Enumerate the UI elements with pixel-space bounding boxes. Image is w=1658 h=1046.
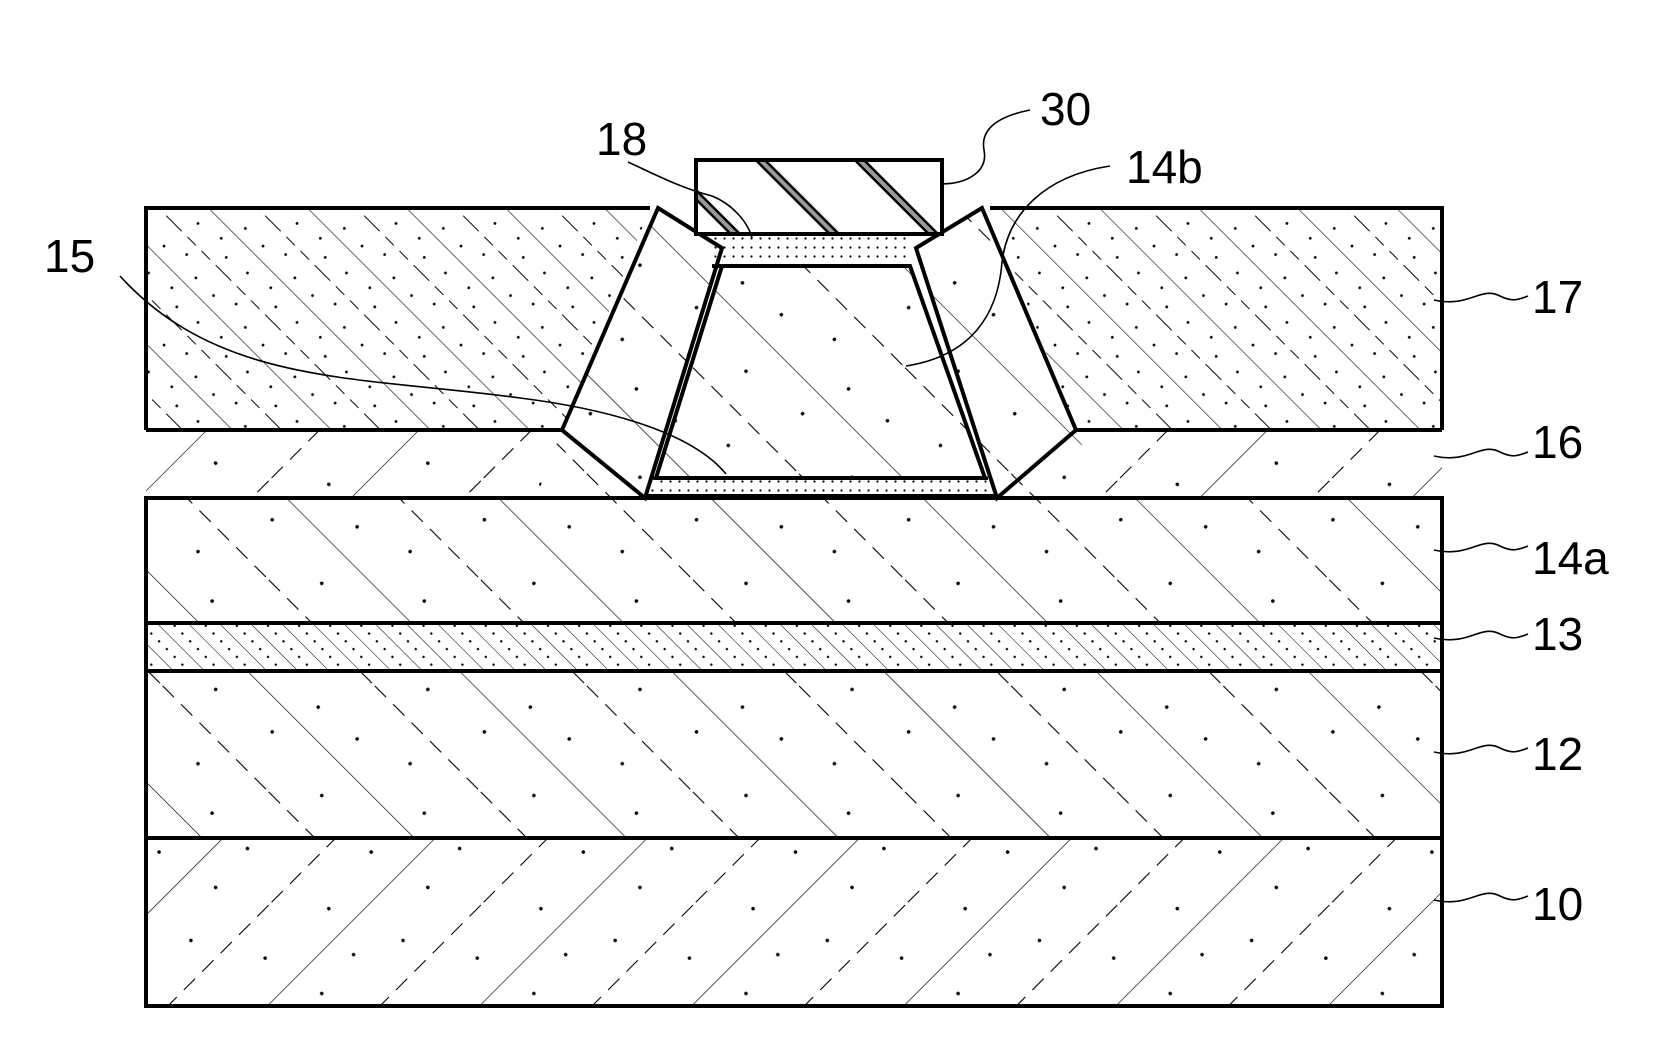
label-10: 10 <box>1532 878 1583 930</box>
label-14a: 14a <box>1532 532 1609 584</box>
label-18: 18 <box>596 113 647 165</box>
label-12: 12 <box>1532 728 1583 780</box>
layer-15 <box>645 478 997 496</box>
label-13: 13 <box>1532 608 1583 660</box>
layer-18 <box>712 236 910 266</box>
label-15: 15 <box>44 230 95 282</box>
layer-10 <box>146 838 1442 1006</box>
electrode-30 <box>696 160 942 234</box>
label-14b: 14b <box>1126 141 1203 193</box>
leader-10 <box>1434 893 1528 901</box>
leader-13 <box>1434 631 1528 639</box>
leader-14a <box>1434 543 1528 551</box>
layer-13 <box>146 623 1442 671</box>
leader-12 <box>1434 745 1528 753</box>
leader-16 <box>1434 449 1528 457</box>
layer-12 <box>146 671 1442 838</box>
label-30: 30 <box>1040 83 1091 135</box>
layer-14a <box>146 498 1442 623</box>
leader-30 <box>940 110 1030 184</box>
label-16: 16 <box>1532 416 1583 468</box>
label-17: 17 <box>1532 271 1583 323</box>
leader-17 <box>1434 293 1528 301</box>
